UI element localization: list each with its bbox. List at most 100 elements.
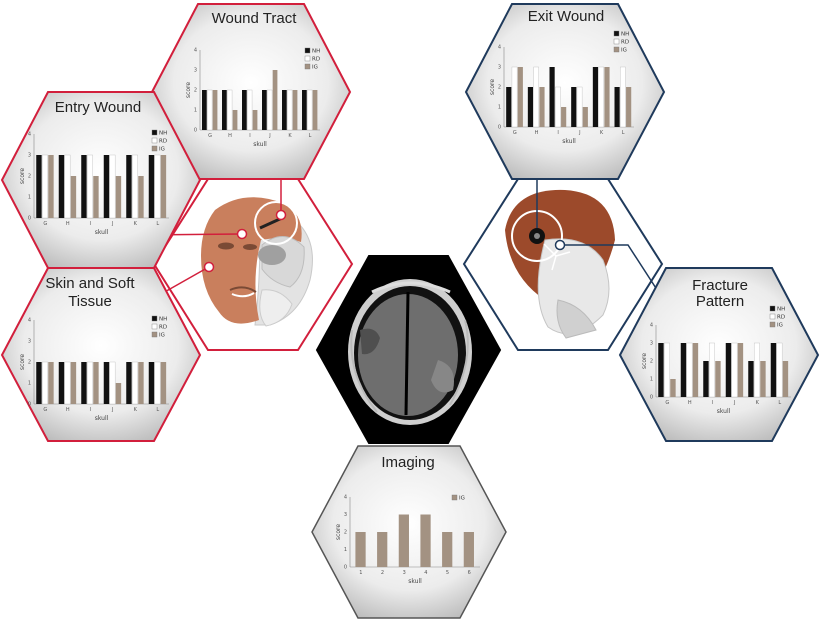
bar-rd-l	[776, 342, 783, 398]
bar-ig-h	[70, 176, 77, 218]
bar-rd-i	[87, 154, 93, 219]
legend-swatch-ig	[451, 494, 458, 501]
bar-ig-j	[737, 343, 744, 397]
x-tick-label: 1	[359, 570, 362, 576]
bar-ig-i	[252, 110, 258, 130]
bar-rd-g	[42, 361, 48, 405]
bar-rd-j	[109, 154, 116, 219]
bar-rd-j	[731, 342, 738, 398]
bar-nh-h	[680, 343, 687, 397]
legend-swatch-nh	[304, 47, 311, 54]
bar-ig-h	[539, 87, 545, 127]
bar-nh-l	[770, 343, 777, 397]
x-tick-label: K	[756, 400, 760, 406]
y-axis-label: score	[185, 82, 192, 98]
x-axis-label: skull	[408, 578, 422, 585]
y-axis-label: score	[19, 354, 26, 370]
bar-nh-i	[703, 361, 709, 397]
legend-label-ig: IG	[159, 147, 165, 153]
head-model	[201, 197, 313, 327]
y-tick-label: 1	[194, 108, 197, 114]
bar-nh-h	[222, 90, 227, 130]
bar-nh-i	[242, 90, 247, 130]
entry-wound-point	[236, 228, 248, 240]
x-tick-label: G	[208, 133, 212, 139]
bar-ig-j	[582, 107, 588, 127]
bar-rd-g	[207, 89, 213, 131]
x-tick-label: L	[778, 400, 781, 406]
x-tick-label: J	[578, 130, 580, 136]
bar-rd-h	[686, 342, 693, 398]
bar-rd-i	[247, 89, 253, 131]
bar-ig-i	[93, 362, 99, 404]
wound-tract-point	[275, 209, 287, 221]
x-tick-label: K	[134, 407, 138, 413]
legend-label-rd: RD	[159, 325, 167, 331]
bar-nh-g	[36, 362, 42, 404]
bar-ig-l	[312, 90, 318, 130]
x-tick-label: H	[535, 130, 539, 136]
x-tick-label: J	[111, 407, 113, 413]
bar-rd-l	[620, 66, 626, 128]
bar-rd-h	[533, 66, 539, 128]
bar-nh-g	[658, 343, 664, 397]
bar-nh-k	[592, 67, 599, 127]
legend-label-nh: NH	[777, 307, 785, 313]
y-tick-label: 3	[344, 512, 347, 518]
y-tick-label: 1	[28, 195, 31, 201]
x-tick-label: J	[268, 133, 270, 139]
bar-nh-g	[506, 87, 512, 127]
bar-rd-l	[154, 361, 161, 405]
legend-swatch-ig	[304, 63, 311, 70]
y-axis-label: score	[19, 168, 26, 184]
x-tick-label: 3	[403, 570, 406, 576]
y-tick-label: 4	[498, 45, 501, 51]
y-tick-label: 2	[498, 85, 501, 91]
bar-rd-k	[598, 66, 604, 128]
bar-nh-i	[549, 67, 555, 127]
y-tick-label: 0	[194, 128, 197, 134]
bar-nh-i	[81, 155, 87, 218]
x-tick-label: I	[90, 221, 91, 227]
bar-ig-l	[160, 155, 167, 218]
legend-swatch-rd	[151, 323, 158, 330]
x-tick-label: I	[557, 130, 558, 136]
y-tick-label: 4	[28, 132, 31, 138]
x-tick-label: H	[66, 407, 70, 413]
bar-ig-g	[48, 362, 54, 404]
bar-ig-g	[517, 67, 523, 127]
bar-ig-g	[48, 155, 54, 218]
chart-legend: IG	[451, 494, 465, 502]
legend-swatch-rd	[304, 55, 311, 62]
x-tick-label: K	[288, 133, 292, 139]
y-tick-label: 2	[650, 359, 653, 365]
bar-ig-h	[692, 343, 699, 397]
x-tick-label: J	[733, 400, 735, 406]
bar-ig-k	[604, 67, 610, 127]
legend-swatch-rd	[151, 137, 158, 144]
x-tick-label: G	[513, 130, 517, 136]
y-tick-label: 4	[194, 48, 197, 54]
bar-nh-h	[527, 87, 534, 127]
bar-ig-2	[377, 532, 388, 567]
x-tick-label: H	[688, 400, 692, 406]
y-tick-label: 0	[28, 402, 31, 408]
y-tick-label: 3	[28, 339, 31, 345]
x-tick-label: 5	[446, 570, 449, 576]
legend-label-rd: RD	[312, 57, 320, 63]
y-tick-label: 2	[28, 174, 31, 180]
bar-ig-1	[355, 532, 366, 567]
legend-label-ig: IG	[621, 48, 627, 54]
imaging-title: Imaging	[381, 454, 434, 471]
bar-nh-j	[571, 87, 577, 127]
bar-ig-i	[561, 107, 567, 127]
